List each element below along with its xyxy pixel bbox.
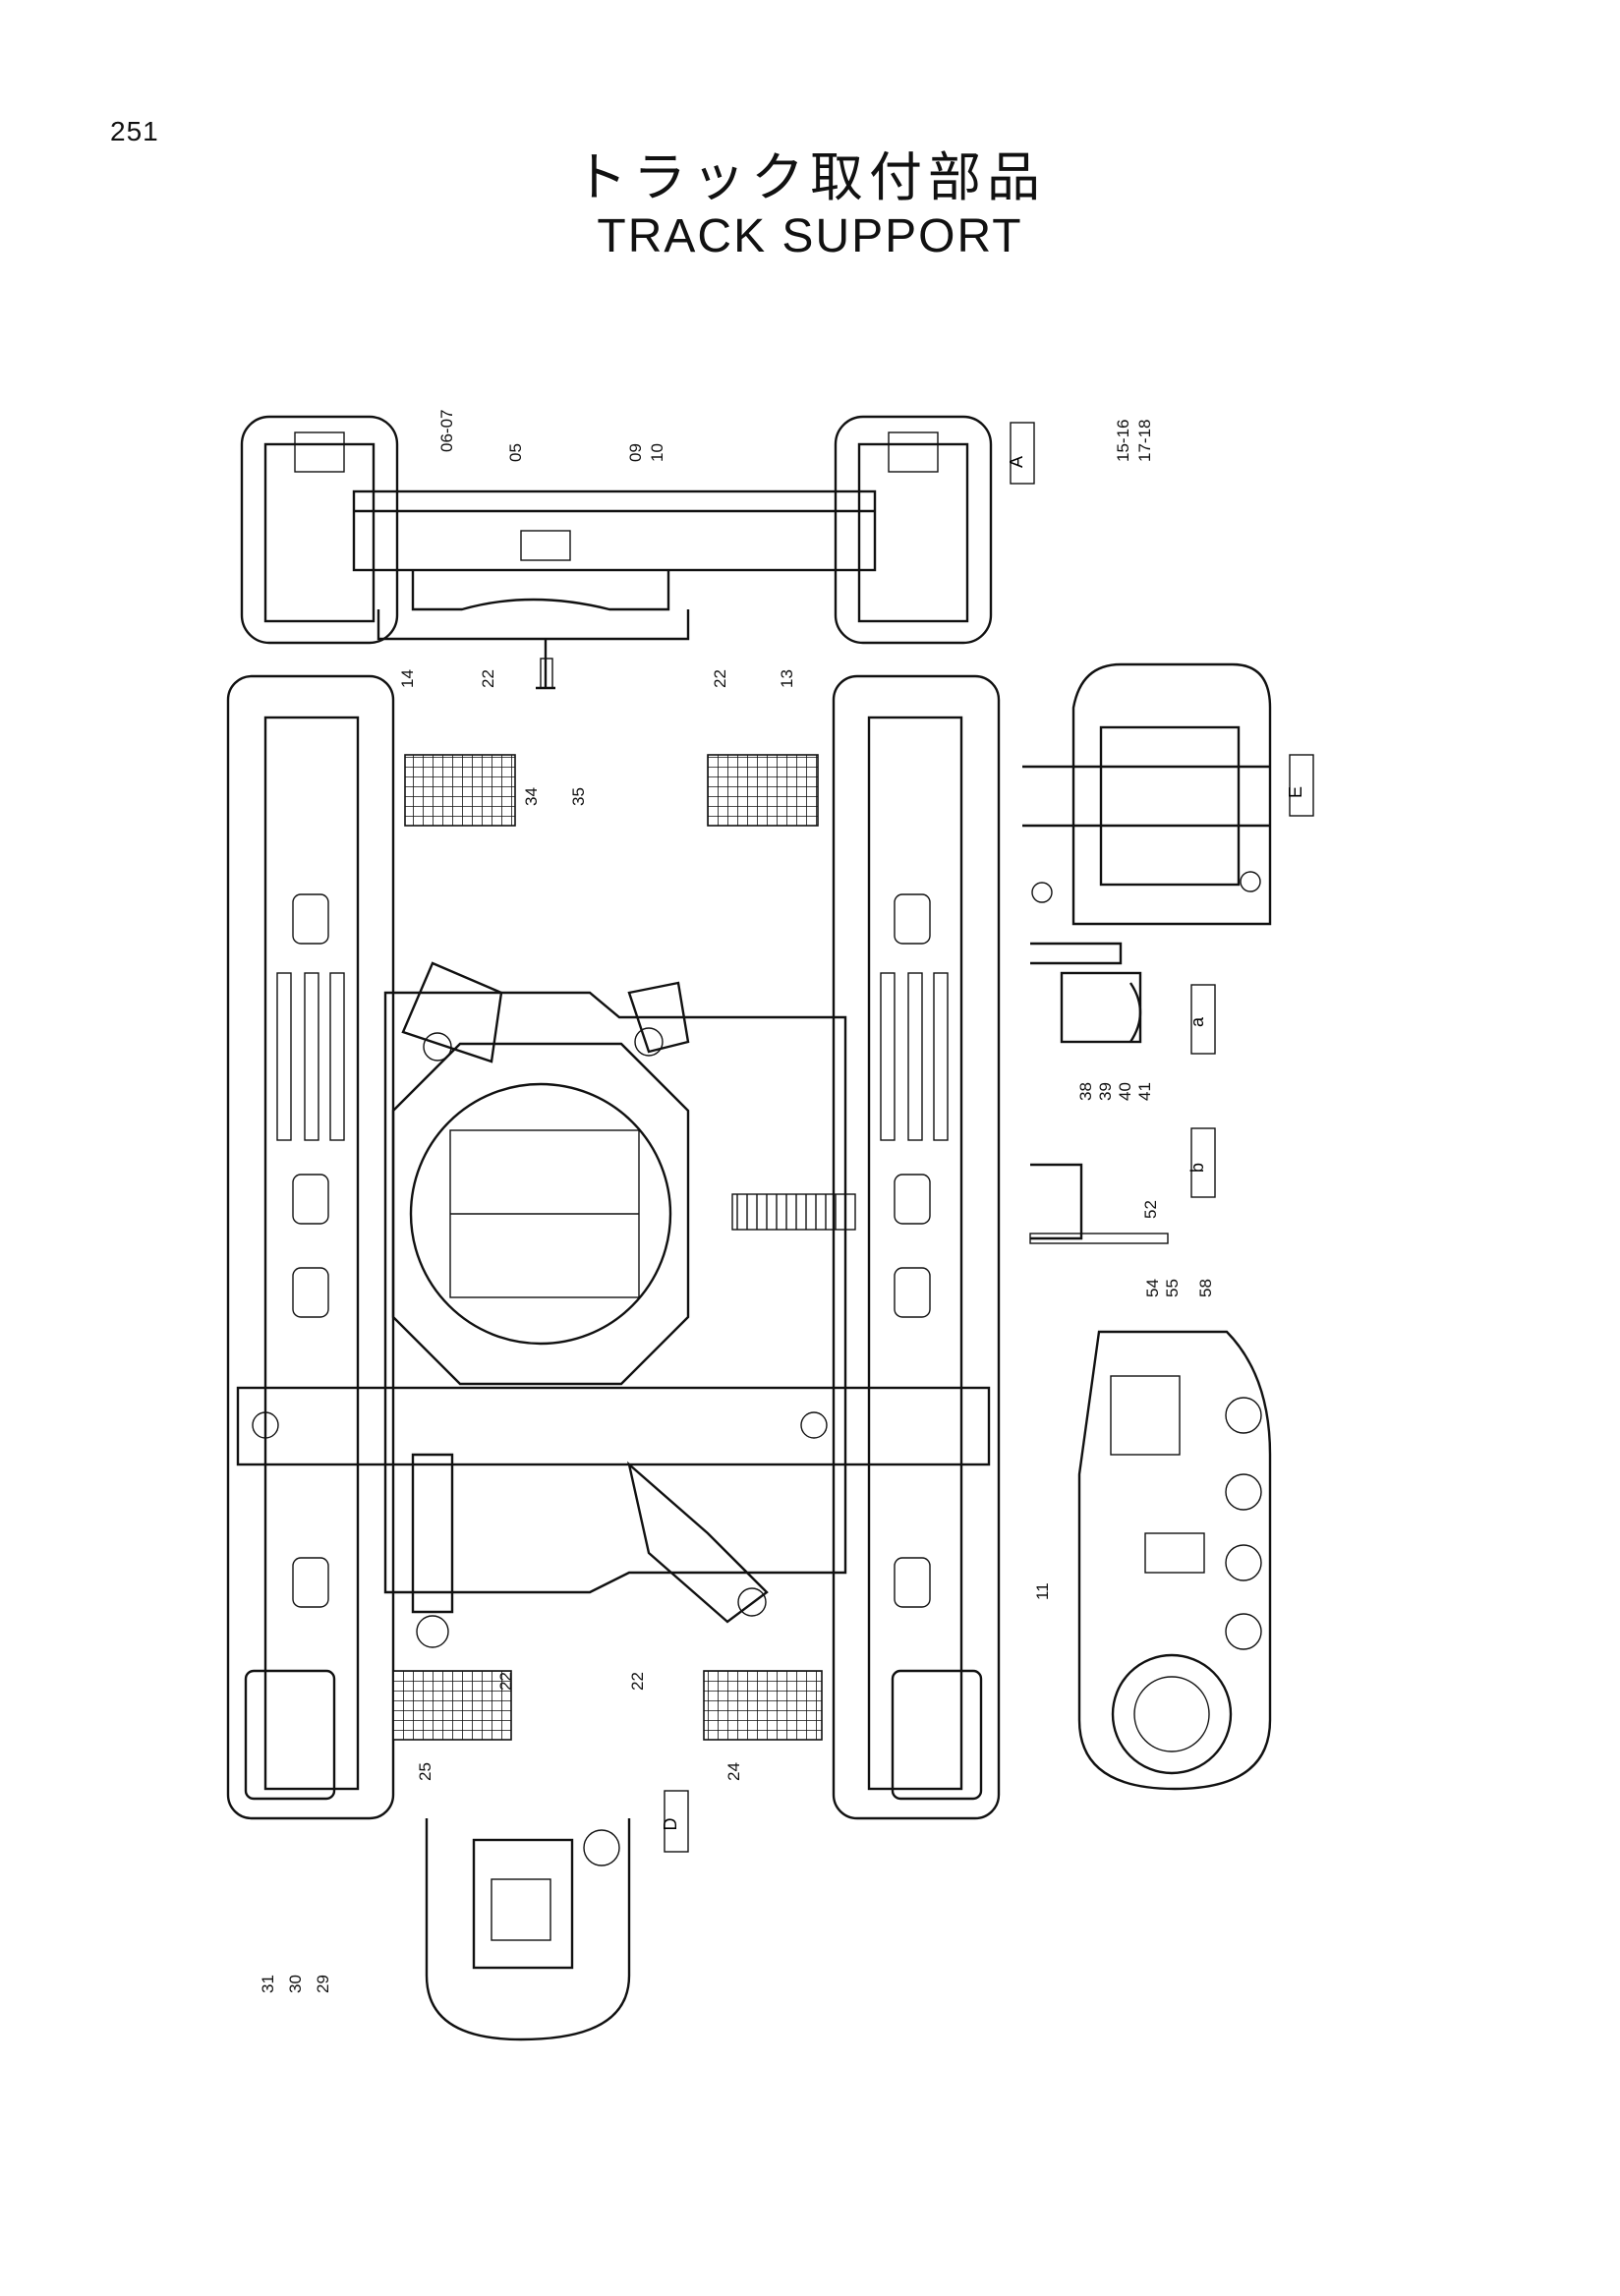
svg-text:22: 22	[628, 1672, 647, 1691]
svg-text:14: 14	[398, 669, 417, 688]
page-number: 251	[110, 116, 159, 146]
svg-text:31: 31	[259, 1975, 277, 1993]
svg-text:41: 41	[1135, 1082, 1154, 1101]
svg-text:E: E	[1286, 786, 1305, 798]
svg-text:29: 29	[314, 1975, 332, 1993]
svg-text:a: a	[1187, 1016, 1207, 1027]
svg-text:13: 13	[778, 669, 796, 688]
svg-text:17-18: 17-18	[1135, 420, 1154, 462]
svg-text:52: 52	[1141, 1200, 1160, 1219]
svg-text:40: 40	[1116, 1082, 1134, 1101]
svg-text:22: 22	[711, 669, 729, 688]
svg-text:22: 22	[479, 669, 497, 688]
section-d-view	[425, 1818, 631, 2041]
svg-text:24: 24	[724, 1762, 743, 1781]
svg-text:05: 05	[506, 443, 525, 462]
title-block: トラック取付部品 TRACK SUPPORT	[0, 147, 1620, 265]
svg-text:30: 30	[286, 1975, 305, 1993]
svg-text:D: D	[661, 1818, 680, 1831]
svg-text:b: b	[1187, 1163, 1207, 1173]
svg-text:10: 10	[648, 443, 666, 462]
svg-text:09: 09	[626, 443, 645, 462]
svg-text:38: 38	[1076, 1082, 1095, 1101]
detail-views	[1029, 942, 1169, 1244]
svg-text:06-07: 06-07	[437, 410, 456, 452]
svg-text:54: 54	[1143, 1279, 1162, 1297]
main-top-view	[226, 674, 1001, 1820]
svg-text:25: 25	[416, 1762, 434, 1781]
svg-text:A: A	[1007, 456, 1026, 468]
reference-labels: A E a b D	[661, 422, 1314, 1853]
side-view	[1077, 1330, 1272, 1791]
svg-text:11: 11	[1033, 1582, 1052, 1600]
svg-text:22: 22	[496, 1672, 515, 1691]
svg-text:55: 55	[1163, 1279, 1182, 1297]
section-e-view	[1022, 662, 1272, 926]
svg-text:35: 35	[569, 787, 588, 806]
section-a-view	[240, 415, 993, 690]
callouts: 06-07 05 09 10 15-16 17-18 14 22 22 13 3…	[259, 410, 1215, 1993]
svg-text:39: 39	[1096, 1082, 1115, 1101]
title-english: TRACK SUPPORT	[597, 210, 1023, 262]
svg-text:15-16: 15-16	[1114, 420, 1132, 462]
title-japanese: トラック取付部品	[574, 148, 1046, 207]
svg-text:58: 58	[1196, 1279, 1215, 1297]
svg-text:34: 34	[522, 787, 541, 806]
